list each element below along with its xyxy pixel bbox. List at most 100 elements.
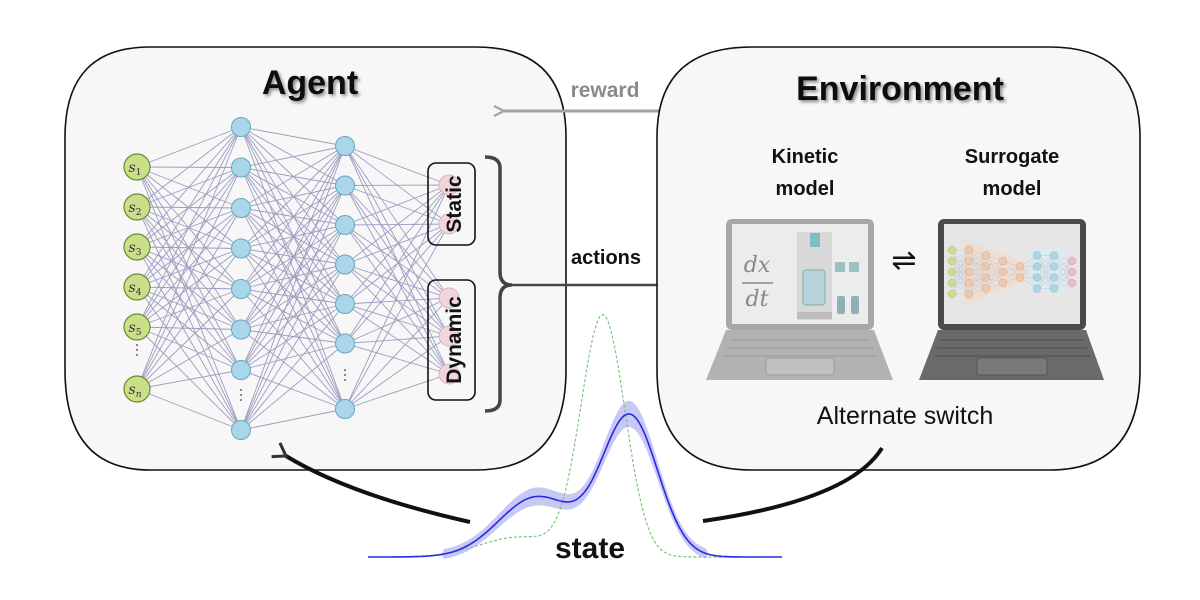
surrogate-node <box>1032 284 1042 293</box>
environment-title: Environment <box>796 70 1004 108</box>
hidden-node <box>335 333 355 354</box>
surrogate-node <box>964 278 974 288</box>
surrogate-network-icon <box>947 240 1077 304</box>
network-edge <box>240 369 346 410</box>
actions-label: actions <box>571 247 641 269</box>
hidden-node <box>231 157 251 178</box>
surrogate-node <box>947 256 957 266</box>
hidden-node <box>231 420 251 440</box>
network-edge <box>240 343 346 371</box>
network-edge <box>344 184 450 265</box>
network-edge <box>344 264 450 375</box>
surrogate-title-line1: Surrogate <box>965 146 1059 168</box>
hidden-node <box>335 254 355 275</box>
input-ellipsis <box>136 349 138 351</box>
network-edge <box>240 145 346 290</box>
surrogate-node <box>964 267 974 277</box>
network-edge <box>240 248 346 305</box>
network-edge <box>344 335 450 410</box>
network-edge <box>344 297 450 344</box>
surrogate-node <box>1015 273 1025 282</box>
network-edge <box>344 297 450 305</box>
hidden2-ellipsis <box>344 374 346 376</box>
surrogate-node <box>964 245 974 255</box>
kinetic-title-line2: model <box>776 178 835 200</box>
input-ellipsis <box>136 354 138 356</box>
hidden-node <box>231 238 251 259</box>
network-edge <box>240 145 346 249</box>
network-edge <box>240 264 346 431</box>
alternate-switch-label: Alternate switch <box>817 402 993 430</box>
network-edge <box>240 329 346 410</box>
network-edge <box>344 145 450 186</box>
network-edge <box>240 145 346 168</box>
output-node <box>438 325 460 347</box>
network-edge <box>240 264 346 371</box>
surrogate-node <box>964 256 974 266</box>
surrogate-node <box>947 278 957 288</box>
network-edge <box>344 184 450 186</box>
network-edge <box>344 373 450 410</box>
hidden-node <box>335 294 355 314</box>
network-edge <box>136 207 242 328</box>
network-edge <box>240 126 346 410</box>
network-edge <box>136 326 242 371</box>
network-edge <box>136 288 242 328</box>
network-edge <box>240 303 346 431</box>
network-edge <box>136 248 242 390</box>
dynamic-output-box <box>427 279 476 401</box>
hidden1-ellipsis <box>240 389 242 391</box>
hidden-node <box>231 198 251 218</box>
network-edge <box>240 224 346 431</box>
network-edge <box>344 264 450 337</box>
hidden-node <box>231 117 251 137</box>
network-edge <box>344 184 450 344</box>
hidden-node <box>231 279 251 299</box>
state-to-agent-arrow[interactable] <box>271 442 471 524</box>
network-edge <box>136 167 242 390</box>
surrogate-node <box>981 284 991 293</box>
network-edge <box>344 145 450 299</box>
surrogate-node <box>981 273 991 282</box>
network-edge <box>240 224 346 371</box>
surrogate-node <box>981 262 991 271</box>
network-edge <box>240 185 346 371</box>
hidden-node <box>335 136 355 156</box>
network-edge <box>344 185 450 299</box>
network-edge <box>240 145 346 209</box>
static-output-box <box>427 162 476 246</box>
network-edge <box>344 224 450 375</box>
hidden1-ellipsis <box>240 394 242 396</box>
network-edge <box>344 224 450 299</box>
surrogate-title-line2: model <box>983 178 1042 200</box>
network-edge <box>240 145 346 330</box>
network-edge <box>240 145 346 431</box>
surrogate-node <box>1032 262 1042 271</box>
network-edge <box>240 288 346 410</box>
input-node-s3 <box>123 233 151 261</box>
hidden1-ellipsis <box>240 399 242 401</box>
network-edge <box>136 167 242 328</box>
input-node-sn <box>123 375 151 403</box>
network-edge <box>344 223 450 410</box>
input-node-s2 <box>123 193 151 221</box>
network-edge <box>344 145 450 337</box>
surrogate-node <box>1067 256 1077 266</box>
network-edge <box>344 184 450 305</box>
surrogate-node <box>1067 278 1077 288</box>
state-mean-curve <box>368 413 782 558</box>
surrogate-node <box>1049 251 1059 260</box>
network-edge <box>136 388 242 431</box>
surrogate-node <box>1032 273 1042 282</box>
agent-panel <box>64 46 567 471</box>
network-edge <box>136 126 242 328</box>
kinetic-equation-denominator: dt <box>746 287 769 312</box>
bioreactor-icon <box>797 232 859 320</box>
network-edge <box>136 248 242 328</box>
input-node-s4 <box>123 273 151 301</box>
network-edge <box>240 126 346 147</box>
hidden2-ellipsis <box>344 369 346 371</box>
network-edge <box>136 207 242 390</box>
network-edge <box>240 408 346 431</box>
